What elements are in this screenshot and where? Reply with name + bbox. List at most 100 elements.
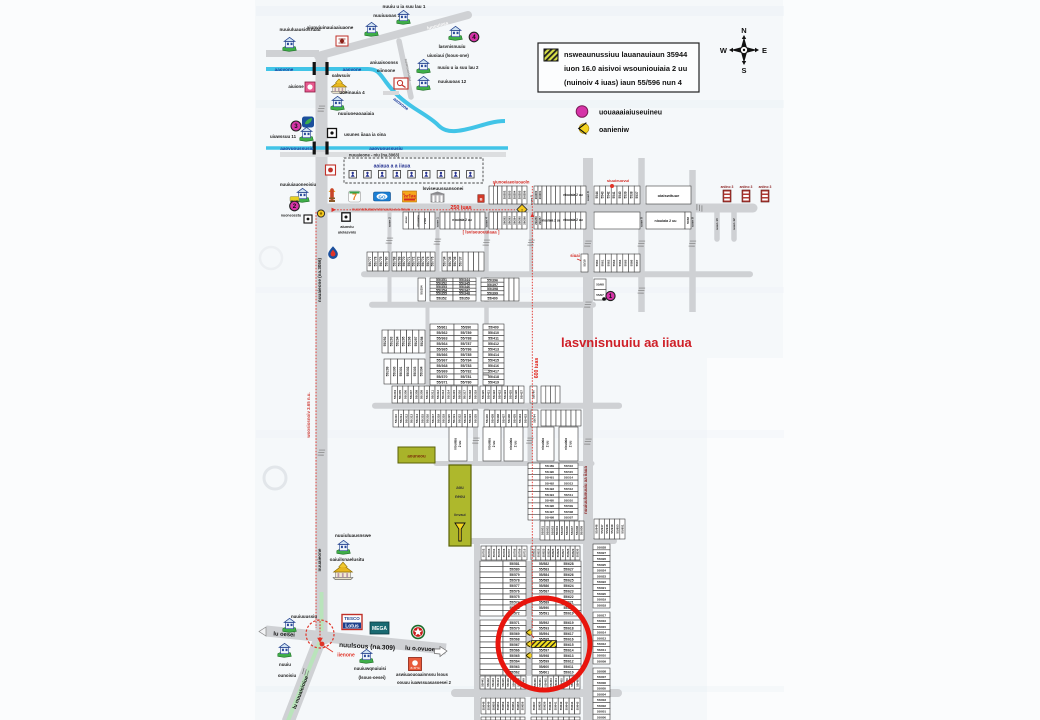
svg-text:55/441: 55/441 [481,678,485,687]
svg-text:55/639: 55/639 [543,701,547,710]
svg-text:55/427: 55/427 [519,390,523,400]
svg-text:nuuiu u ia suu lau 1: nuuiu u ia suu lau 1 [383,4,426,9]
svg-text:lu o.ovuoe: lu o.ovuoe [405,646,436,654]
svg-text:55/786: 55/786 [461,348,472,352]
svg-text:55/628: 55/628 [563,562,573,566]
svg-text:55/582: 55/582 [539,562,549,566]
svg-text:55/592: 55/592 [539,621,549,625]
svg-text:55/348: 55/348 [459,292,470,296]
svg-text:5560: 5560 [595,259,599,266]
svg-text:55/784: 55/784 [461,359,472,363]
svg-text:55/708: 55/708 [512,548,516,557]
svg-text:55/600: 55/600 [539,665,549,669]
svg-text:55/307: 55/307 [409,390,413,400]
svg-text:55/507: 55/507 [564,516,574,520]
svg-text:55/817: 55/817 [597,613,607,617]
svg-text:GO: GO [378,194,386,199]
svg-text:55/297: 55/297 [414,336,418,346]
svg-text:55/583: 55/583 [539,568,549,572]
svg-text:55/908: 55/908 [575,526,579,536]
svg-text:55/423: 55/423 [497,390,501,400]
svg-text:55/625: 55/625 [563,579,573,583]
svg-text:55/826: 55/826 [597,557,607,561]
svg-text:5537: 5537 [635,191,639,198]
svg-text:29/280: 29/280 [534,190,538,199]
svg-text:55/644: 55/644 [570,701,574,710]
svg-text:55/438: 55/438 [496,414,500,424]
svg-text:55/510: 55/510 [564,498,574,502]
svg-text:55/352: 55/352 [436,296,446,300]
svg-text:55/400: 55/400 [487,296,497,300]
svg-text:[ lsviseuouuiaaa ]: [ lsviseuouuiaaa ] [463,230,500,235]
svg-text:250 iuas: 250 iuas [450,205,471,211]
svg-text:55/784: 55/784 [532,414,536,423]
svg-text:5543: 5543 [601,191,605,198]
svg-text:55/304: 55/304 [420,366,424,376]
svg-text:55/493: 55/493 [545,487,555,491]
svg-text:55/522: 55/522 [537,548,541,557]
svg-text:29/295: 29/295 [518,216,522,225]
svg-text:!: ! [521,207,522,212]
svg-text:nuunielulasvnisnuuiu a a iiaua: nuunielulasvnisnuuiu a a iiaua [352,206,411,211]
svg-text:55/367: 55/367 [437,359,448,363]
svg-text:55/512: 55/512 [564,487,574,491]
svg-text:niouiaia 2 uu: niouiaia 2 uu [541,219,561,223]
svg-text:55/947: 55/947 [600,524,604,534]
svg-text:55/572: 55/572 [509,612,519,616]
svg-text:2 uu: 2 uu [423,218,427,224]
svg-text:55/312: 55/312 [404,414,408,424]
svg-text:55/352: 55/352 [436,282,447,286]
svg-text:uoen 8: uoen 8 [691,217,695,227]
svg-text:55/442: 55/442 [486,678,490,687]
svg-text:aniuaisoonss: aniuaisoonss [370,60,399,65]
svg-text:nuuiuuoas 10: nuuiuuoas 10 [373,13,403,18]
svg-text:siunoeiaeoiuoaoln: siunoeiaeoiuoaoln [493,180,530,185]
svg-text:55/254: 55/254 [420,285,424,295]
svg-text:29/283: 29/283 [508,190,512,199]
svg-text:55/322: 55/322 [458,414,462,424]
svg-text:55/413: 55/413 [488,348,499,352]
svg-text:55/562: 55/562 [509,671,519,675]
svg-text:55/313: 55/313 [410,414,414,424]
svg-text:nuuiu: nuuiu [279,662,291,667]
svg-text:55/319: 55/319 [442,414,446,424]
svg-text:nuuiuwqnuiuisi: nuuiuwqnuiuisi [354,666,386,671]
svg-text:55/317: 55/317 [463,390,467,400]
svg-text:aniino 3: aniino 3 [740,185,753,189]
svg-text:55/351: 55/351 [436,278,447,282]
svg-text:55/364: 55/364 [437,342,448,346]
svg-text:55/301: 55/301 [399,366,403,376]
svg-text:Lotus: Lotus [345,623,359,629]
svg-text:55/415: 55/415 [488,359,499,363]
svg-text:55/770: 55/770 [402,256,406,266]
svg-text:lasvnisnuuiu: lasvnisnuuiu [439,44,466,49]
svg-text:55/447: 55/447 [511,678,515,687]
svg-text:55/495: 55/495 [545,498,555,502]
svg-text:siuai: siuai [570,253,580,258]
svg-text:aaovone: aaovone [275,67,294,72]
svg-text:55/412: 55/412 [488,342,499,346]
svg-text:B: B [480,196,483,201]
svg-text:ไทวัสดุ: ไทวัสดุ [402,193,416,200]
svg-text:55/293: 55/293 [389,336,393,346]
svg-text:55/371: 55/371 [437,381,448,385]
svg-text:55/623: 55/623 [563,590,573,594]
svg-text:55/304: 55/304 [393,390,397,400]
svg-text:55/526: 55/526 [556,548,560,557]
svg-text:55/570: 55/570 [509,627,519,631]
svg-text:aou: aou [456,485,464,490]
svg-text:55/418: 55/418 [488,375,499,379]
svg-text:55/97: 55/97 [596,293,604,297]
svg-text:55/440: 55/440 [485,414,489,424]
svg-text:2 uu: 2 uu [546,441,550,448]
svg-text:55/365: 55/365 [437,348,448,352]
svg-text:MEGA: MEGA [372,626,387,632]
svg-text:uoen 9: uoen 9 [640,217,644,227]
svg-text:55/599: 55/599 [539,660,549,664]
svg-text:uoen 5: uoen 5 [529,195,533,205]
svg-text:29/286: 29/286 [534,216,538,225]
svg-text:55/807: 55/807 [597,675,607,679]
svg-text:nuuiuiauoneoisiu: nuuiuiauoneoisiu [280,182,317,187]
svg-text:uouaaaiaiuseuineu: uouaaaiaiuseuineu [599,110,662,117]
svg-text:2 uu: 2 uu [569,441,573,448]
